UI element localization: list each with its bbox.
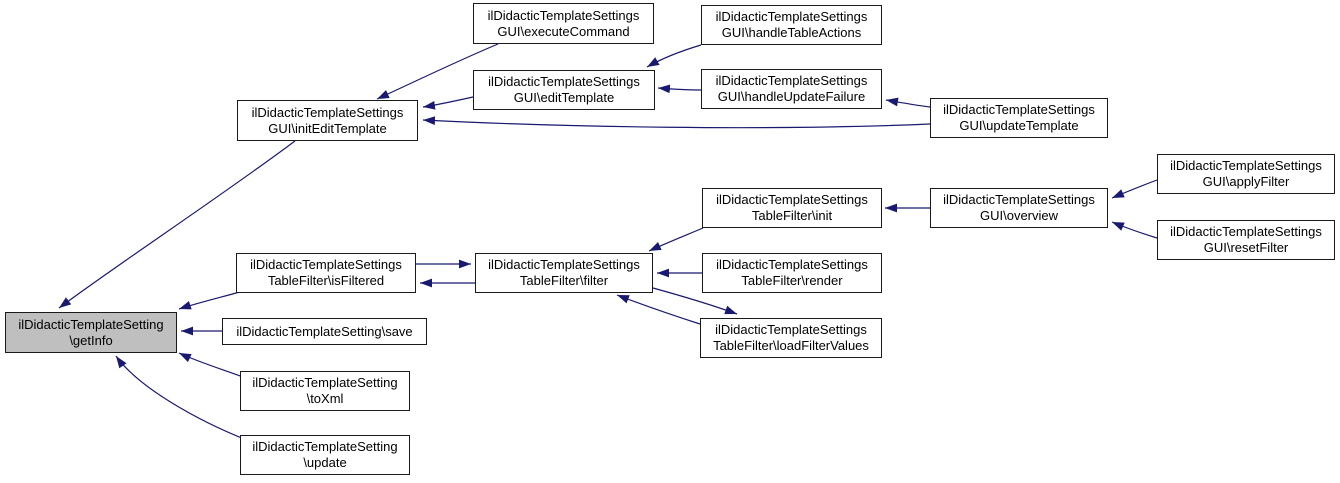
node-to-xml[interactable]: ilDidacticTemplateSetting \toXml xyxy=(240,371,410,411)
node-label: GUI\updateTemplate xyxy=(959,118,1079,133)
node-label: GUI\overview xyxy=(979,208,1059,223)
edge-apply-filter-to-overview xyxy=(1111,179,1158,199)
edge-handle-update-failure-to-edit-template xyxy=(657,84,702,94)
node-label: \toXml xyxy=(306,391,344,406)
node-label: ilDidacticTemplateSettings xyxy=(715,9,868,24)
node-label: TableFilter\loadFilterValues xyxy=(713,338,869,353)
edge-update-to-get-info xyxy=(115,355,250,442)
edge-init-edit-template-to-get-info xyxy=(58,140,296,309)
node-label: ilDidacticTemplateSettings xyxy=(715,73,868,88)
node-label: ilDidacticTemplateSettings xyxy=(716,192,868,207)
node-handle-table-actions[interactable]: ilDidacticTemplateSettings GUI\handleTab… xyxy=(701,5,882,45)
node-label: TableFilter\init xyxy=(751,208,833,223)
node-label: GUI\initEditTemplate xyxy=(268,120,387,136)
node-apply-filter[interactable]: ilDidacticTemplateSettings GUI\applyFilt… xyxy=(1157,154,1335,194)
edge-execute-command-to-init-edit-template xyxy=(376,43,499,100)
node-label: ilDidacticTemplateSettings xyxy=(943,102,1095,117)
node-label: ilDidacticTemplateSettings xyxy=(487,7,640,23)
edge-update-template-to-handle-update-failure xyxy=(885,97,931,108)
node-label: ilDidacticTemplateSettings xyxy=(715,322,867,337)
node-load-filter-values[interactable]: ilDidacticTemplateSettings TableFilter\l… xyxy=(700,318,882,358)
edge-edit-template-to-init-edit-template xyxy=(422,96,474,110)
node-label: \update xyxy=(303,455,347,470)
node-get-info: ilDidacticTemplateSetting \getInfo xyxy=(5,312,177,353)
node-label: ilDidacticTemplateSettings xyxy=(716,257,868,272)
node-update[interactable]: ilDidacticTemplateSetting \update xyxy=(240,435,410,475)
edge-handle-table-actions-to-edit-template xyxy=(646,44,702,68)
node-label: ilDidacticTemplateSetting xyxy=(252,375,398,390)
node-is-filtered[interactable]: ilDidacticTemplateSettings TableFilter\i… xyxy=(236,253,416,293)
node-label: GUI\handleTableActions xyxy=(721,25,862,40)
node-label: GUI\executeCommand xyxy=(497,23,630,39)
node-overview[interactable]: ilDidacticTemplateSettings GUI\overview xyxy=(930,188,1108,228)
node-filter[interactable]: ilDidacticTemplateSettings TableFilter\f… xyxy=(475,253,653,293)
edge-init-to-filter xyxy=(648,227,704,252)
node-reset-filter[interactable]: ilDidacticTemplateSettings GUI\resetFilt… xyxy=(1157,220,1335,260)
edge-load-filter-values-to-filter xyxy=(616,294,701,325)
node-label: ilDidacticTemplateSettings xyxy=(943,192,1095,207)
node-render[interactable]: ilDidacticTemplateSettings TableFilter\r… xyxy=(702,253,882,293)
node-label: ilDidacticTemplateSettings xyxy=(488,257,640,272)
node-edit-template[interactable]: ilDidacticTemplateSettings GUI\editTempl… xyxy=(473,70,655,110)
node-label: \getInfo xyxy=(69,332,113,348)
node-label: GUI\handleUpdateFailure xyxy=(717,89,866,104)
node-label: ilDidacticTemplateSettings xyxy=(488,74,640,89)
edge-update-template-to-init-edit-template xyxy=(422,116,931,129)
edge-filter-to-load-filter-values xyxy=(652,287,738,315)
node-label: ilDidacticTemplateSettings xyxy=(1170,224,1322,239)
edge-reset-filter-to-overview xyxy=(1111,221,1158,239)
node-label: ilDidacticTemplateSettings xyxy=(250,257,402,272)
node-label: TableFilter\filter xyxy=(519,273,609,288)
node-label: GUI\resetFilter xyxy=(1203,240,1289,255)
node-update-template[interactable]: ilDidacticTemplateSettings GUI\updateTem… xyxy=(930,98,1108,138)
edge-to-xml-to-get-info xyxy=(178,352,244,378)
node-label: ilDidacticTemplateSettings xyxy=(251,104,404,120)
node-save[interactable]: ilDidacticTemplateSetting\save xyxy=(222,318,427,345)
node-init[interactable]: ilDidacticTemplateSettings TableFilter\i… xyxy=(702,188,882,228)
node-execute-command[interactable]: ilDidacticTemplateSettings GUI\executeCo… xyxy=(473,3,654,44)
node-label: TableFilter\isFiltered xyxy=(267,273,385,288)
edge-is-filtered-to-get-info xyxy=(178,291,241,310)
node-init-edit-template[interactable]: ilDidacticTemplateSettings GUI\initEditT… xyxy=(237,100,418,141)
node-label: ilDidacticTemplateSetting xyxy=(18,316,164,332)
node-label: TableFilter\render xyxy=(741,273,843,288)
node-handle-update-failure[interactable]: ilDidacticTemplateSettings GUI\handleUpd… xyxy=(701,69,882,109)
node-label: ilDidacticTemplateSettings xyxy=(1170,158,1322,173)
node-label: ilDidacticTemplateSetting\save xyxy=(236,323,413,339)
node-label: GUI\applyFilter xyxy=(1202,174,1290,189)
node-label: ilDidacticTemplateSetting xyxy=(252,439,398,454)
node-label: GUI\editTemplate xyxy=(513,90,615,105)
